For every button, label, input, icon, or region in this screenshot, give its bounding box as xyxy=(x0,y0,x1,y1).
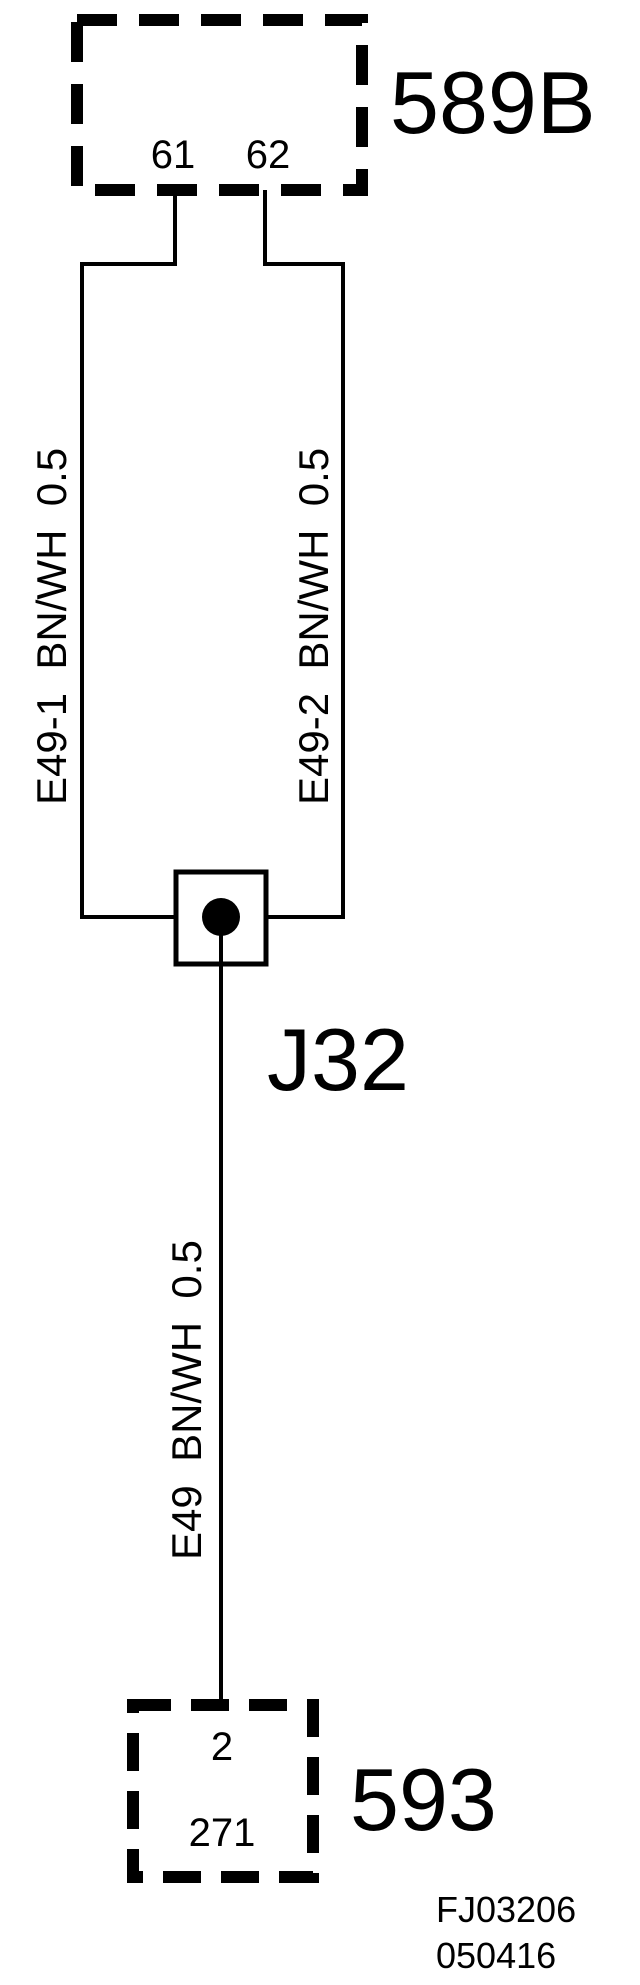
splice-j32-name: J32 xyxy=(267,1010,409,1109)
pin-61-label: 61 xyxy=(151,133,196,177)
pin-62-label: 62 xyxy=(246,133,291,177)
reference-code: FJ03206 xyxy=(436,1889,576,1930)
wire-e49-1-label: E49-1 BN/WH 0.5 xyxy=(28,448,75,805)
component-593-code: 271 xyxy=(189,1811,256,1855)
connector-593-box xyxy=(127,1699,319,1883)
connector-589b-box xyxy=(71,14,368,196)
wire-e49-2-label: E49-2 BN/WH 0.5 xyxy=(290,448,337,805)
reference-date: 050416 xyxy=(436,1935,556,1976)
wire-e49-label: E49 BN/WH 0.5 xyxy=(163,1240,210,1560)
component-593-name: 593 xyxy=(350,1750,497,1849)
wire-e49-1 xyxy=(80,190,177,919)
wire-e49-2 xyxy=(263,190,345,919)
pin-2-label: 2 xyxy=(211,1725,233,1769)
component-589b-name: 589B xyxy=(390,53,596,152)
